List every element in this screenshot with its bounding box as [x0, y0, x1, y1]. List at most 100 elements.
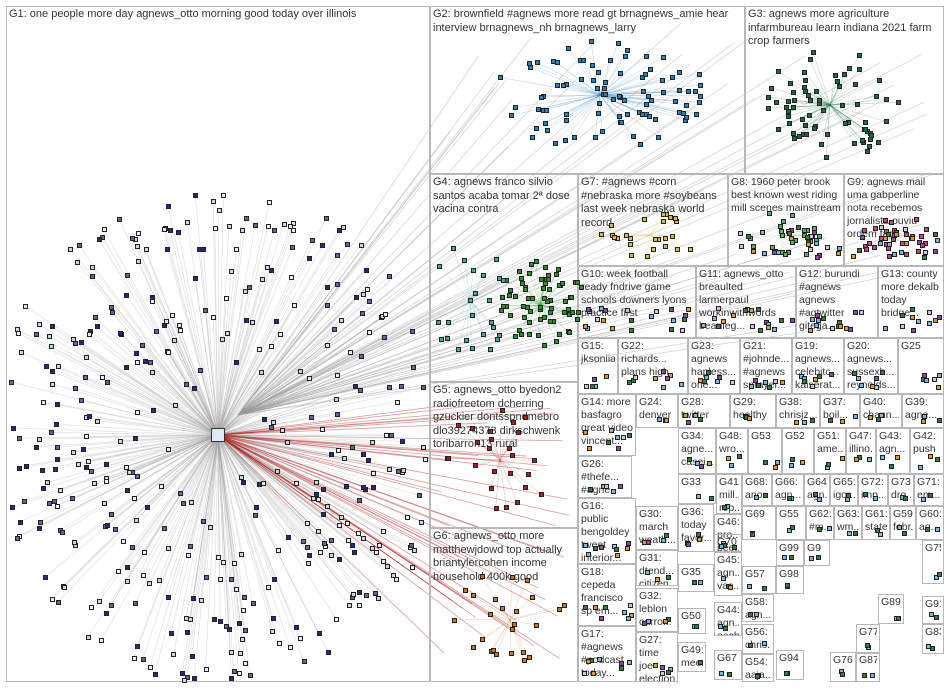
network-node — [182, 678, 187, 683]
network-node — [247, 285, 252, 290]
network-node — [481, 332, 486, 337]
network-node — [896, 100, 901, 105]
network-node — [405, 515, 410, 520]
network-node — [325, 343, 330, 348]
network-node — [130, 545, 135, 550]
network-node — [229, 577, 234, 582]
network-node — [665, 376, 670, 381]
network-node — [185, 630, 190, 635]
network-node — [243, 661, 248, 666]
network-node — [192, 676, 197, 681]
network-node — [697, 537, 702, 542]
network-node — [769, 86, 774, 91]
network-node — [539, 95, 544, 100]
network-node — [547, 287, 552, 292]
network-node — [680, 328, 685, 333]
group-panel-g99: G99 — [776, 540, 804, 566]
network-node — [513, 105, 518, 110]
network-node — [910, 307, 915, 312]
network-node — [911, 328, 916, 333]
network-node — [189, 500, 194, 505]
network-node — [364, 593, 369, 598]
network-node — [627, 660, 632, 665]
network-node — [517, 269, 522, 274]
network-node — [709, 496, 714, 501]
network-node — [663, 236, 668, 241]
network-node — [361, 485, 366, 490]
network-node — [530, 135, 535, 140]
network-node — [879, 225, 884, 230]
network-node — [144, 247, 149, 252]
network-node — [661, 219, 666, 224]
group-label: G83 — [925, 626, 941, 639]
network-node — [596, 70, 601, 75]
network-node — [366, 458, 371, 463]
network-node — [473, 291, 478, 296]
network-node — [178, 491, 183, 496]
network-node — [305, 545, 310, 550]
network-node — [265, 265, 270, 270]
network-node — [572, 135, 577, 140]
network-node — [614, 547, 619, 552]
group-label: G1: one people more day agnews_otto morn… — [9, 8, 427, 22]
network-node — [166, 447, 171, 452]
network-node — [638, 142, 643, 147]
network-node — [348, 350, 353, 355]
network-node — [675, 247, 680, 252]
group-panel-g60: G60: ag... — [916, 506, 944, 540]
group-panel-g7: G7: #agnews #corn #nebraska more #soybea… — [578, 174, 728, 266]
network-node — [198, 368, 203, 373]
network-node — [248, 673, 253, 678]
network-node — [241, 480, 246, 485]
network-node — [934, 615, 939, 620]
network-node — [515, 500, 520, 505]
network-node — [560, 281, 565, 286]
network-node — [288, 224, 293, 229]
network-node — [935, 527, 940, 532]
network-node — [217, 208, 222, 213]
network-node — [755, 674, 760, 679]
network-node — [452, 618, 457, 623]
network-node — [83, 375, 88, 380]
network-node — [224, 296, 229, 301]
network-node — [38, 520, 43, 525]
network-node — [687, 457, 692, 462]
network-node — [854, 457, 859, 462]
network-node — [887, 254, 892, 259]
network-node — [749, 308, 754, 313]
network-node — [394, 577, 399, 582]
network-node — [446, 456, 451, 461]
network-node — [269, 425, 274, 430]
network-node — [629, 318, 634, 323]
network-node — [554, 339, 559, 344]
network-node — [836, 251, 841, 256]
network-node — [220, 337, 225, 342]
network-node — [874, 376, 879, 381]
network-node — [321, 512, 326, 517]
network-node — [815, 255, 820, 260]
network-node — [166, 595, 171, 600]
group-panel-g87: G87 — [856, 652, 880, 682]
network-node — [399, 384, 404, 389]
network-node — [626, 541, 631, 546]
group-label: G67 — [717, 652, 739, 665]
network-node — [686, 89, 691, 94]
group-panel-g27: G27: time joe election — [636, 632, 678, 682]
network-node — [583, 543, 588, 548]
network-node — [45, 480, 50, 485]
network-node — [562, 603, 567, 608]
network-node — [802, 70, 807, 75]
network-node — [50, 597, 55, 602]
group-label: G8: 1960 peter brook best known west rid… — [731, 176, 841, 215]
network-node — [564, 118, 569, 123]
network-node — [816, 555, 821, 560]
network-node — [294, 625, 299, 630]
network-node — [796, 225, 801, 230]
network-node — [587, 446, 592, 451]
network-node — [201, 519, 206, 524]
network-node — [865, 643, 870, 648]
network-node — [646, 540, 651, 545]
network-node — [808, 98, 813, 103]
network-node — [723, 626, 728, 631]
network-node — [876, 140, 881, 145]
